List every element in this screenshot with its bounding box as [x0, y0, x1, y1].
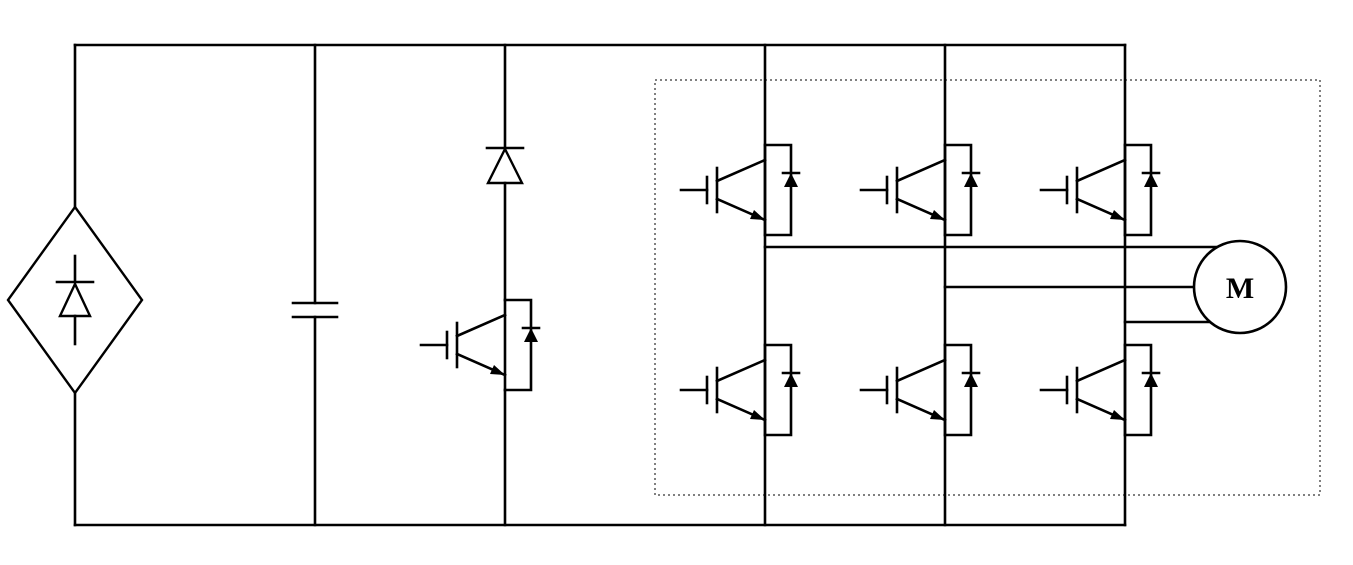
motor-circle — [1192, 239, 1288, 335]
brake-diode-icon — [485, 146, 525, 185]
motor-label: M — [1226, 272, 1254, 305]
three-phase-inverter — [679, 43, 1219, 527]
rectifier-diode-icon — [55, 254, 95, 346]
rectifier — [6, 43, 144, 527]
brake-chopper — [419, 43, 541, 527]
igbt-lower-3-icon — [1039, 343, 1161, 437]
motor: M — [1192, 239, 1288, 335]
igbt-upper-1-icon — [679, 143, 801, 237]
igbt-lower-2-icon — [859, 343, 981, 437]
igbt-upper-2-icon — [859, 143, 981, 237]
igbt-lower-1-icon — [679, 343, 801, 437]
brake-igbt-icon — [419, 298, 541, 392]
dc-link-capacitor — [291, 43, 339, 527]
dc-bus-rails — [73, 43, 1127, 527]
igbt-upper-3-icon — [1039, 143, 1161, 237]
